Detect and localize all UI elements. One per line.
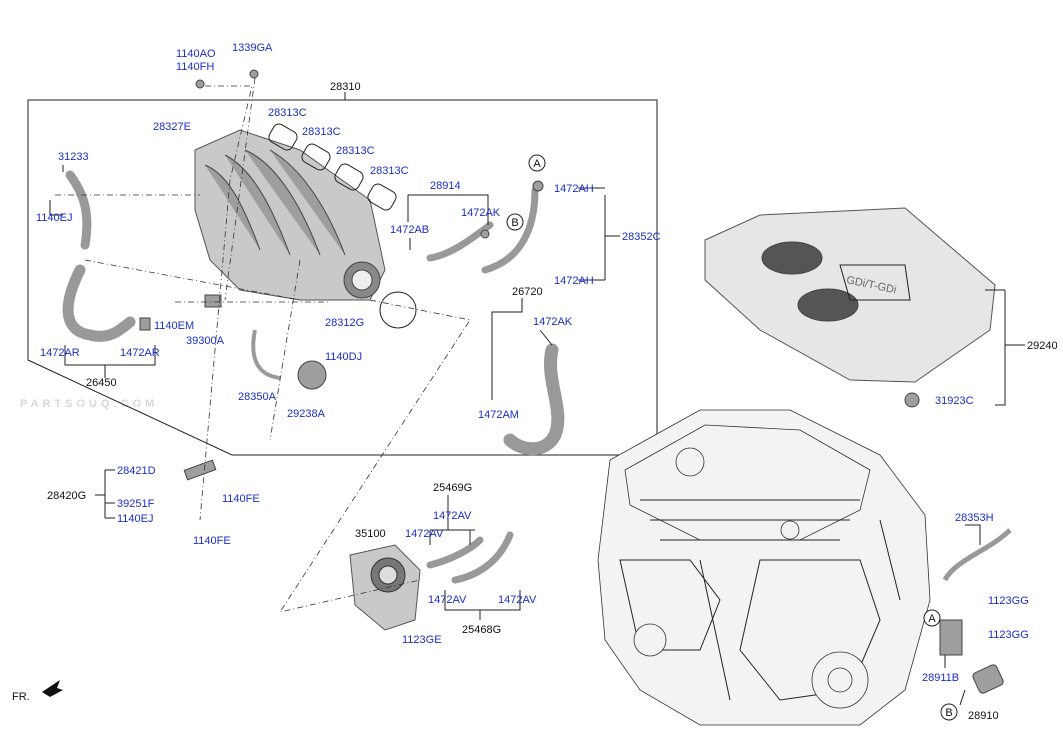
label-28312G[interactable]: 28312G bbox=[325, 317, 364, 329]
label-28313C-2[interactable]: 28313C bbox=[302, 126, 341, 138]
label-26720[interactable]: 26720 bbox=[512, 286, 543, 298]
label-1472AV-b[interactable]: 1472AV bbox=[405, 528, 444, 540]
label-28327E[interactable]: 28327E bbox=[153, 121, 191, 133]
label-31233[interactable]: 31233 bbox=[58, 151, 89, 163]
callout-markers: A B A B bbox=[506, 154, 958, 721]
label-28910[interactable]: 28910 bbox=[968, 710, 999, 722]
label-1123GE[interactable]: 1123GE bbox=[402, 634, 442, 646]
label-1472AH-top[interactable]: 1472AH bbox=[554, 183, 594, 195]
throttle-body-illustration bbox=[349, 544, 421, 631]
label-28313C-1[interactable]: 28313C bbox=[268, 107, 307, 119]
label-1472AH-bottom[interactable]: 1472AH bbox=[554, 275, 594, 287]
dash-leaders bbox=[55, 77, 471, 613]
label-1140EJ[interactable]: 1140EJ bbox=[36, 212, 73, 224]
front-arrow-icon bbox=[42, 680, 63, 697]
label-1472AB[interactable]: 1472AB bbox=[390, 224, 429, 236]
label-1140FE[interactable]: 1140FE bbox=[222, 493, 260, 505]
hose-illustrations bbox=[62, 170, 1012, 584]
label-25469G[interactable]: 25469G bbox=[433, 482, 472, 494]
label-1140FH[interactable]: 1140FH bbox=[176, 61, 214, 73]
label-28353H[interactable]: 28353H bbox=[955, 512, 994, 524]
label-29238A[interactable]: 29238A bbox=[287, 408, 326, 420]
label-28350A[interactable]: 28350A bbox=[238, 391, 277, 403]
part-labels: 1140AO 1140FH 1339GA 28310 28313C 28313C… bbox=[36, 42, 1058, 722]
label-35100[interactable]: 35100 bbox=[355, 528, 386, 540]
label-1123GG-a[interactable]: 1123GG bbox=[988, 595, 1029, 607]
label-28313C-4[interactable]: 28313C bbox=[370, 165, 409, 177]
label-28352C[interactable]: 28352C bbox=[622, 231, 661, 243]
callout-a-top: A bbox=[533, 158, 541, 170]
watermark: PARTSOUQ.COM bbox=[20, 398, 158, 410]
label-28310[interactable]: 28310 bbox=[330, 81, 361, 93]
front-label: FR. bbox=[12, 691, 30, 703]
label-28914[interactable]: 28914 bbox=[430, 180, 461, 192]
label-39300A[interactable]: 39300A bbox=[186, 335, 225, 347]
label-29240[interactable]: 29240 bbox=[1027, 340, 1058, 352]
label-39251F[interactable]: 39251F bbox=[117, 498, 155, 510]
label-1472AR-a[interactable]: 1472AR bbox=[40, 347, 80, 359]
callout-a-bottom: A bbox=[928, 613, 936, 625]
callout-b-bottom: B bbox=[945, 707, 952, 719]
label-1140EJ-b[interactable]: 1140EJ bbox=[117, 513, 154, 525]
label-1472AV-d[interactable]: 1472AV bbox=[498, 594, 537, 606]
label-1140DJ[interactable]: 1140DJ bbox=[325, 351, 362, 363]
label-1472AK-b[interactable]: 1472AK bbox=[533, 316, 573, 328]
label-28313C-3[interactable]: 28313C bbox=[336, 145, 375, 157]
engine-cover-illustration: GDi/T-GDi bbox=[704, 207, 996, 383]
label-1472AR-b[interactable]: 1472AR bbox=[120, 347, 160, 359]
label-1472AV-c[interactable]: 1472AV bbox=[428, 594, 467, 606]
front-indicator: FR. bbox=[12, 680, 63, 703]
label-25468G[interactable]: 25468G bbox=[462, 624, 501, 636]
leader-lines bbox=[49, 165, 1025, 706]
small-parts bbox=[139, 69, 1004, 694]
engine-block-illustration bbox=[597, 409, 931, 726]
label-1339GA[interactable]: 1339GA bbox=[232, 42, 273, 54]
label-1140AO[interactable]: 1140AO bbox=[176, 48, 216, 60]
label-26450[interactable]: 26450 bbox=[86, 377, 117, 389]
label-1472AK[interactable]: 1472AK bbox=[461, 207, 501, 219]
label-28421D[interactable]: 28421D bbox=[117, 465, 156, 477]
label-1140FE-b[interactable]: 1140FE bbox=[193, 535, 231, 547]
label-1472AV-a[interactable]: 1472AV bbox=[433, 510, 472, 522]
label-1140EM[interactable]: 1140EM bbox=[154, 320, 194, 332]
gasket-illustrations bbox=[268, 123, 417, 329]
intake-manifold-group-frame bbox=[27, 99, 658, 456]
label-1472AM[interactable]: 1472AM bbox=[478, 409, 519, 421]
label-28911B[interactable]: 28911B bbox=[922, 672, 959, 684]
label-1123GG-b[interactable]: 1123GG bbox=[988, 629, 1029, 641]
label-31923C[interactable]: 31923C bbox=[935, 395, 974, 407]
callout-b-top: B bbox=[511, 217, 518, 229]
label-28420G[interactable]: 28420G bbox=[47, 490, 86, 502]
